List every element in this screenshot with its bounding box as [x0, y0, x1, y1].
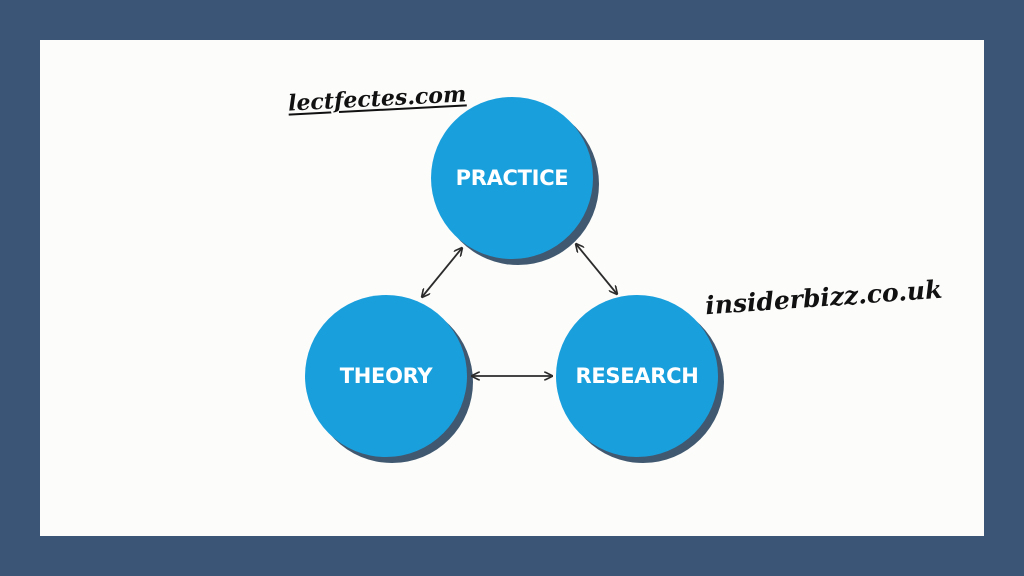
node-theory-label: THEORY [340, 364, 434, 388]
arrow-practice-research [576, 244, 617, 294]
node-theory-circle [305, 295, 467, 457]
node-practice-circle [431, 97, 593, 259]
arrow-practice-theory [422, 248, 462, 297]
node-practice-label: PRACTICE [456, 166, 569, 190]
node-research-label: RESEARCH [576, 364, 699, 388]
node-theory: THEORY [305, 295, 473, 463]
node-research: RESEARCH [556, 295, 724, 463]
node-practice: PRACTICE [431, 97, 599, 265]
node-research-circle [556, 295, 718, 457]
